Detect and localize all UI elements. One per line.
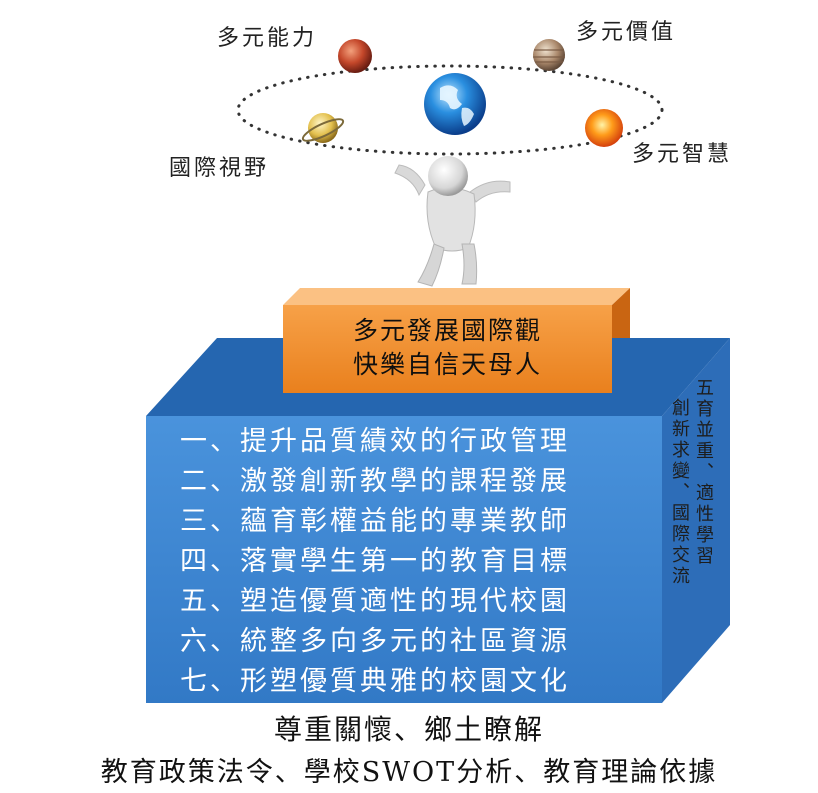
planet-label-ability: 多元能力 bbox=[217, 26, 318, 51]
jupiter-planet-icon bbox=[533, 39, 565, 71]
mars-planet-icon bbox=[338, 39, 372, 73]
plan-item-2: 二、激發創新教學的課程發展 bbox=[180, 466, 570, 497]
planet-label-value: 多元價值 bbox=[576, 20, 677, 45]
vision-block bbox=[283, 288, 630, 393]
foundation-line-1: 尊重關懷、鄉土瞭解 bbox=[273, 713, 544, 746]
plan-item-4: 四、落實學生第一的教育目標 bbox=[180, 546, 570, 577]
foundation-line-2: 教育政策法令、學校SWOT分析、教育理論依據 bbox=[100, 757, 718, 788]
sun-icon bbox=[585, 109, 623, 147]
vision-text: 多元發展國際觀 快樂自信天母人 bbox=[283, 318, 612, 377]
plan-list: 一、提升品質績效的行政管理 二、激發創新教學的課程發展 三、蘊育彰權益能的專業教… bbox=[180, 422, 570, 702]
person-figure-icon bbox=[394, 156, 511, 287]
side-text-col-2: 創新求變、國際交流 bbox=[669, 398, 690, 587]
plans-block bbox=[146, 338, 730, 703]
planet-label-vision: 國際視野 bbox=[169, 156, 270, 181]
plan-item-6: 六、統整多向多元的社區資源 bbox=[180, 626, 570, 657]
plan-item-1: 一、提升品質績效的行政管理 bbox=[180, 426, 570, 457]
saturn-planet-icon bbox=[301, 113, 345, 143]
orbit-ring bbox=[236, 64, 664, 156]
vision-line-1: 多元發展國際觀 bbox=[352, 316, 542, 345]
plan-item-5: 五、塑造優質適性的現代校園 bbox=[180, 586, 570, 617]
earth-icon bbox=[424, 73, 486, 135]
planet-label-wisdom: 多元智慧 bbox=[632, 142, 733, 167]
side-text-col-1: 五育並重、適性學習 bbox=[693, 378, 714, 567]
plan-item-3: 三、蘊育彰權益能的專業教師 bbox=[180, 506, 570, 537]
vision-line-2: 快樂自信天母人 bbox=[352, 350, 542, 379]
plan-item-7: 七、形塑優質典雅的校園文化 bbox=[180, 666, 570, 697]
